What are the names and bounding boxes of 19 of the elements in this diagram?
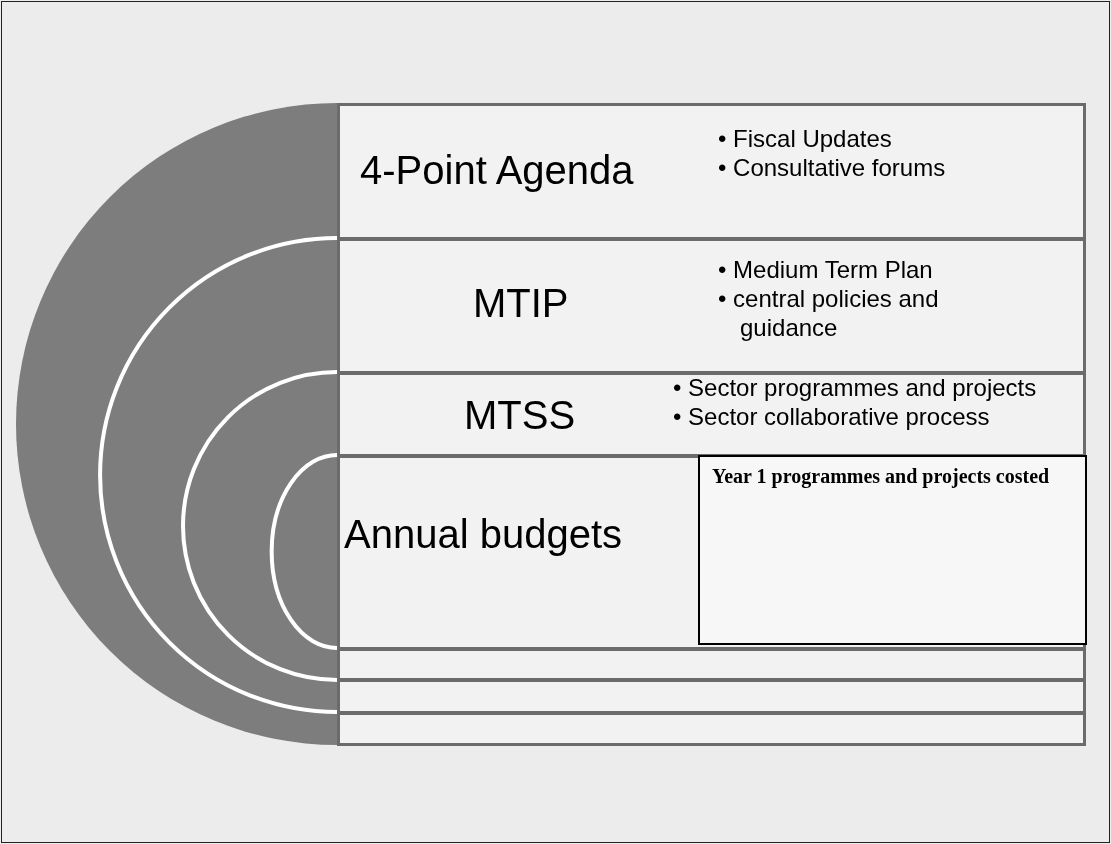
empty-bar bbox=[337, 679, 1086, 714]
bullet-item: • Medium Term Plan bbox=[718, 255, 934, 284]
empty-bar bbox=[337, 648, 1086, 681]
bullet-item: • Consultative forums bbox=[718, 153, 947, 182]
band-panel bbox=[337, 238, 1086, 374]
band-panel bbox=[337, 455, 1086, 650]
band-title: 4-Point Agenda bbox=[360, 148, 634, 193]
bullet-item: • central policies and guidance bbox=[718, 284, 940, 342]
text-box bbox=[698, 455, 1087, 645]
band-title: MTSS bbox=[464, 393, 576, 438]
band-panel bbox=[337, 103, 1086, 240]
empty-bar bbox=[337, 712, 1086, 746]
band-panel bbox=[337, 372, 1086, 457]
band-title: MTIP bbox=[473, 281, 569, 326]
bullet-item: • Fiscal Updates bbox=[718, 124, 893, 153]
band-title: Annual budgets bbox=[344, 512, 622, 557]
bullet-item: • Sector programmes and projects bbox=[673, 373, 1038, 402]
description-text: Year 1 programmes and projects costed bbox=[712, 464, 1051, 490]
bullet-item: • Sector collaborative process bbox=[673, 402, 991, 431]
